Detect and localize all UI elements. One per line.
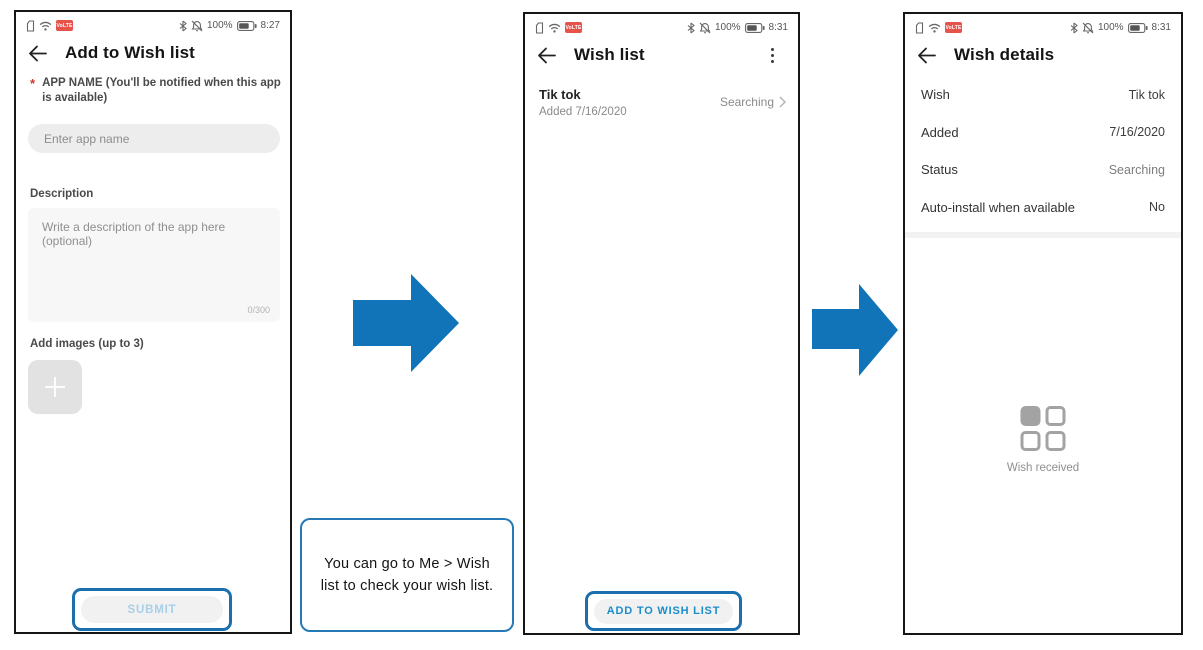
tip-callout: You can go to Me > Wish list to check yo…: [300, 518, 514, 632]
description-box: 0/300: [28, 208, 280, 322]
section-divider: [905, 232, 1181, 238]
status-bar: VoLTE 100% 8:27: [26, 18, 280, 33]
detail-label: Added: [921, 124, 959, 140]
detail-label: Auto-install when available: [921, 199, 1075, 215]
page-title: Wish list: [574, 45, 645, 64]
wish-detail-rows: Wish Tik tok Added 7/16/2020 Status Sear…: [905, 76, 1181, 226]
page-title: Add to Wish list: [65, 43, 195, 62]
mute-bell-icon: [191, 20, 203, 31]
sim-icon: [915, 21, 924, 34]
sim-icon: [26, 19, 35, 32]
screen-wish-details: VoLTE 100% 8:31 Wish details Wish Tik to…: [903, 12, 1183, 635]
chevron-right-icon: [779, 96, 786, 108]
char-counter: 0/300: [247, 305, 270, 315]
wifi-icon: [548, 23, 561, 33]
detail-row-wish: Wish Tik tok: [905, 76, 1181, 114]
detail-row-status: Status Searching: [905, 151, 1181, 189]
tip-text: You can go to Me > Wish list to check yo…: [320, 555, 494, 594]
volte-icon: VoLTE: [565, 22, 582, 33]
flow-arrow-right-icon: [353, 274, 459, 372]
clock: 8:31: [768, 22, 788, 33]
add-to-wishlist-highlight: ADD TO WISH LIST: [585, 591, 742, 631]
wish-received-icon: [1020, 406, 1066, 451]
wishlist-item-tiktok[interactable]: Tik tok Added 7/16/2020 Searching: [539, 82, 786, 122]
wish-name: Tik tok: [539, 86, 581, 102]
description-label: Description: [30, 188, 94, 200]
wish-status: Searching: [719, 95, 774, 109]
back-arrow-icon[interactable]: [28, 45, 48, 62]
battery-icon: [1127, 22, 1148, 33]
mute-bell-icon: [1082, 22, 1094, 33]
mute-bell-icon: [699, 22, 711, 33]
volte-icon: VoLTE: [56, 20, 73, 31]
page-title: Wish details: [954, 45, 1055, 64]
wish-received-label: Wish received: [1006, 462, 1080, 474]
add-to-wishlist-button[interactable]: ADD TO WISH LIST: [594, 598, 733, 624]
app-name-input[interactable]: [28, 124, 280, 153]
status-bar: VoLTE 100% 8:31: [535, 20, 788, 35]
battery-percent: 100%: [714, 22, 741, 33]
volte-icon: VoLTE: [945, 22, 962, 33]
battery-icon: [744, 22, 765, 33]
detail-value: Searching: [1108, 162, 1165, 177]
more-menu-icon[interactable]: [765, 42, 780, 69]
detail-row-autoinstall: Auto-install when available No: [905, 189, 1181, 227]
detail-value: 7/16/2020: [1109, 125, 1165, 140]
add-image-button[interactable]: [28, 360, 82, 414]
wifi-icon: [928, 23, 941, 33]
plus-icon: [45, 377, 65, 397]
sim-icon: [535, 21, 544, 34]
detail-value: No: [1149, 200, 1165, 215]
bluetooth-icon: [1070, 22, 1078, 33]
submit-button-highlight: SUBMIT: [72, 588, 232, 631]
back-arrow-icon[interactable]: [917, 47, 937, 64]
app-name-label-row: * APP NAME (You'll be notified when this…: [30, 76, 282, 106]
wifi-icon: [39, 21, 52, 31]
detail-value: Tik tok: [1128, 87, 1165, 102]
battery-percent: 100%: [206, 20, 233, 31]
app-name-label: APP NAME (You'll be notified when this a…: [42, 77, 281, 104]
add-images-label: Add images (up to 3): [30, 338, 144, 350]
screen-add-to-wishlist: VoLTE 100% 8:27 Add to Wish list * APP N…: [14, 10, 292, 634]
detail-label: Status: [921, 162, 958, 178]
page-header: Wish details: [917, 40, 1169, 70]
status-bar: VoLTE 100% 8:31: [915, 20, 1171, 35]
required-asterisk: *: [30, 76, 36, 91]
detail-row-added: Added 7/16/2020: [905, 114, 1181, 152]
back-arrow-icon[interactable]: [537, 47, 557, 64]
detail-label: Wish: [921, 87, 950, 103]
battery-icon: [236, 20, 257, 31]
battery-percent: 100%: [1097, 22, 1124, 33]
flow-arrow-right-icon: [812, 284, 898, 376]
page-header: Add to Wish list: [28, 38, 278, 68]
bluetooth-icon: [687, 22, 695, 33]
submit-button[interactable]: SUBMIT: [81, 596, 223, 623]
clock: 8:27: [260, 20, 280, 31]
bluetooth-icon: [179, 20, 187, 31]
page-header: Wish list: [537, 40, 786, 70]
clock: 8:31: [1151, 22, 1171, 33]
screen-wish-list: VoLTE 100% 8:31 Wish list Tik tok Added …: [523, 12, 800, 635]
wish-added-date: Added 7/16/2020: [539, 105, 627, 118]
description-input[interactable]: [28, 208, 280, 322]
